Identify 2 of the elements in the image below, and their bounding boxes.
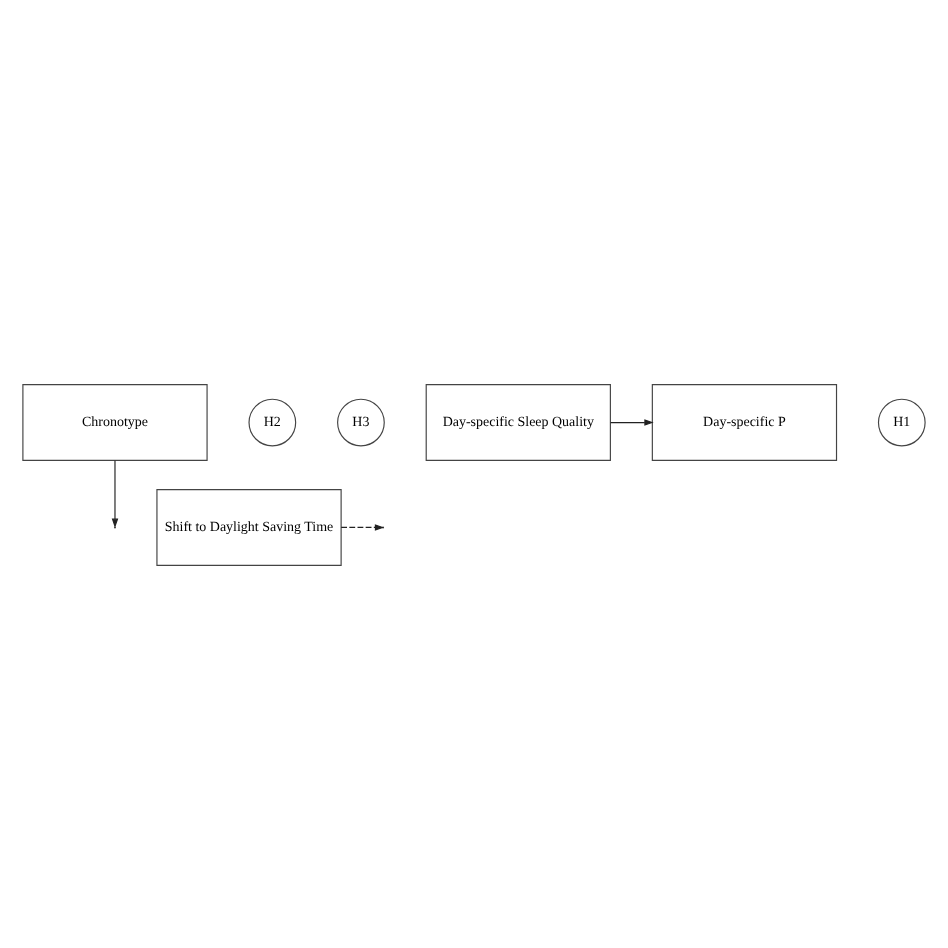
arrow [610,418,654,425]
arrow [111,459,119,527]
